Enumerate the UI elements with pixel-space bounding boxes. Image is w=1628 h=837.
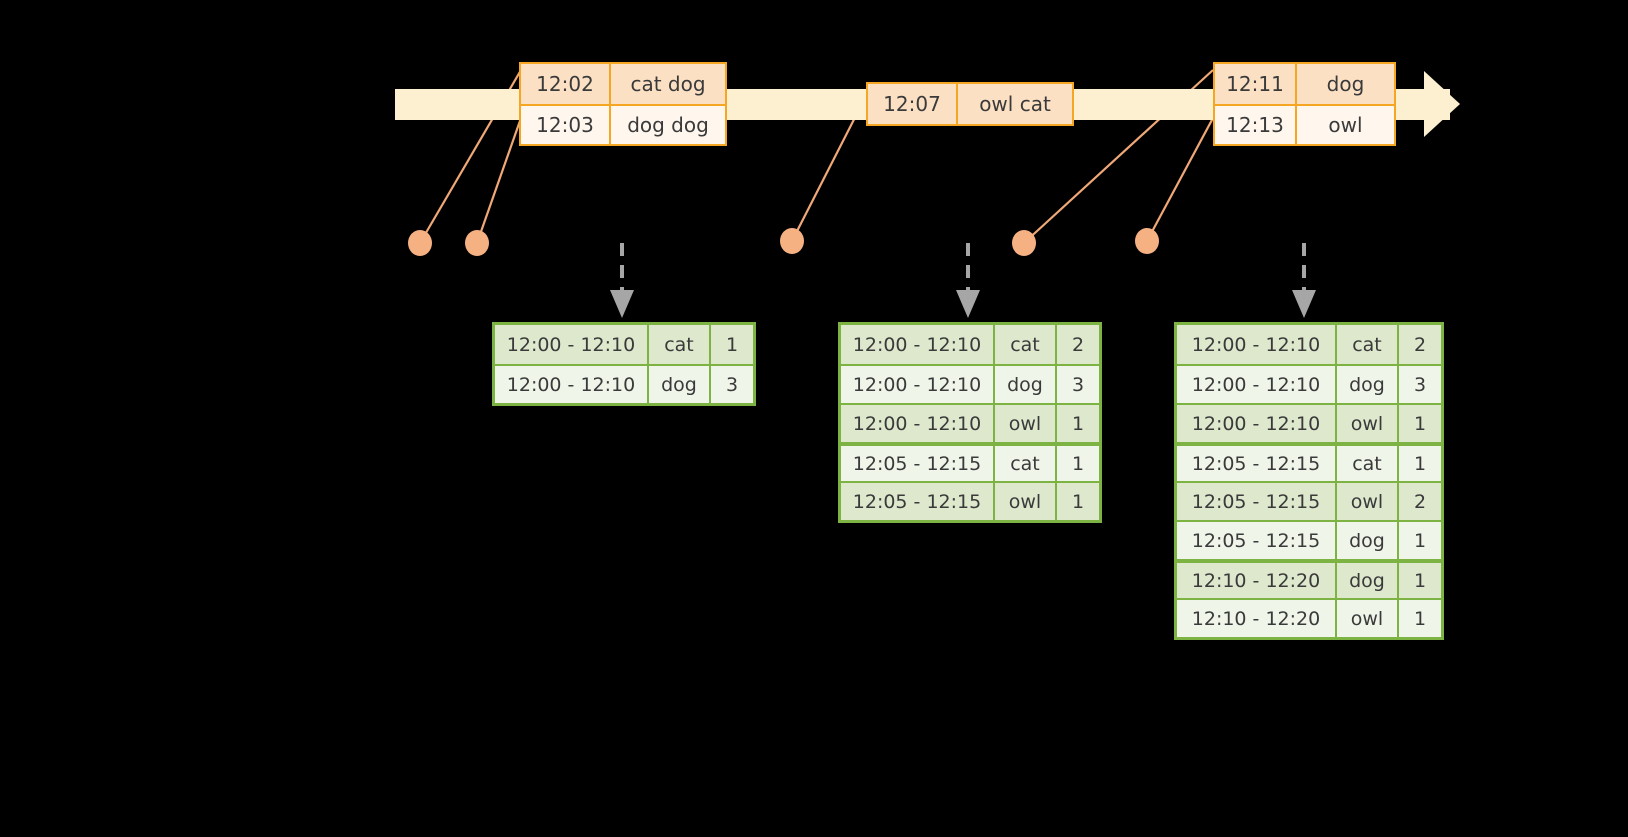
- event-words: owl: [1295, 106, 1394, 144]
- table-row: 12:05 - 12:15 owl 2: [1177, 481, 1441, 520]
- connector-line-2: [475, 117, 523, 244]
- count-cell: 1: [1397, 446, 1441, 481]
- result-table-1: 12:00 - 12:10 cat 1 12:00 - 12:10 dog 3: [492, 322, 756, 406]
- table-row: 12:00 - 12:10 owl 1: [1177, 403, 1441, 442]
- window-cell: 12:05 - 12:15: [841, 446, 993, 481]
- window-cell: 12:05 - 12:15: [1177, 483, 1335, 520]
- window-cell: 12:00 - 12:10: [1177, 325, 1335, 364]
- table-row: 12:05 - 12:15 owl 1: [841, 481, 1099, 520]
- count-cell: 1: [709, 325, 753, 364]
- dashed-arrow-heads: [610, 290, 1316, 318]
- count-cell: 2: [1397, 483, 1441, 520]
- table-row: 12:00 - 12:10 cat 2: [1177, 325, 1441, 364]
- table-row: 12:05 - 12:15 cat 1: [1177, 442, 1441, 481]
- result-table-2: 12:00 - 12:10 cat 2 12:00 - 12:10 dog 3 …: [838, 322, 1102, 523]
- count-cell: 1: [1055, 483, 1099, 520]
- table-row: 12:10 - 12:20 owl 1: [1177, 598, 1441, 637]
- event-group-2: 12:07 owl cat: [866, 82, 1074, 126]
- count-cell: 3: [709, 366, 753, 403]
- count-cell: 3: [1055, 366, 1099, 403]
- window-cell: 12:00 - 12:10: [841, 405, 993, 442]
- dashed-arrows: [620, 243, 1306, 292]
- word-cell: cat: [1335, 325, 1397, 364]
- window-cell: 12:10 - 12:20: [1177, 563, 1335, 598]
- word-cell: owl: [993, 483, 1055, 520]
- arrow-head-1: [610, 290, 634, 318]
- event-time: 12:02: [521, 64, 609, 104]
- word-cell: cat: [993, 325, 1055, 364]
- table-row: 12:00 - 12:10 dog 3: [841, 364, 1099, 403]
- connector-dot-2: [465, 230, 489, 256]
- table-row: 12:00 - 12:10 cat 1: [495, 325, 753, 364]
- word-cell: owl: [1335, 600, 1397, 637]
- arrow-head-3: [1292, 290, 1316, 318]
- word-cell: dog: [647, 366, 709, 403]
- timeline-arrow-head: [1424, 71, 1460, 137]
- event-row: 12:07 owl cat: [868, 84, 1072, 124]
- table-row: 12:05 - 12:15 cat 1: [841, 442, 1099, 481]
- window-cell: 12:05 - 12:15: [841, 483, 993, 520]
- word-cell: dog: [1335, 366, 1397, 403]
- event-time: 12:07: [868, 84, 956, 124]
- word-cell: dog: [1335, 522, 1397, 559]
- event-words: dog: [1295, 64, 1394, 104]
- table-row: 12:00 - 12:10 cat 2: [841, 325, 1099, 364]
- count-cell: 3: [1397, 366, 1441, 403]
- window-cell: 12:00 - 12:10: [1177, 405, 1335, 442]
- count-cell: 2: [1055, 325, 1099, 364]
- arrow-head-2: [956, 290, 980, 318]
- event-time: 12:13: [1215, 106, 1295, 144]
- word-cell: cat: [647, 325, 709, 364]
- window-cell: 12:00 - 12:10: [841, 325, 993, 364]
- event-words: dog dog: [609, 106, 725, 144]
- table-row: 12:05 - 12:15 dog 1: [1177, 520, 1441, 559]
- table-row: 12:00 - 12:10 owl 1: [841, 403, 1099, 442]
- word-cell: owl: [1335, 405, 1397, 442]
- event-time: 12:11: [1215, 64, 1295, 104]
- event-group-3: 12:11 dog 12:13 owl: [1213, 62, 1396, 146]
- event-group-1: 12:02 cat dog 12:03 dog dog: [519, 62, 727, 146]
- word-cell: owl: [993, 405, 1055, 442]
- connector-dot-3: [780, 228, 804, 254]
- window-cell: 12:00 - 12:10: [1177, 366, 1335, 403]
- window-cell: 12:05 - 12:15: [1177, 446, 1335, 481]
- event-row: 12:02 cat dog: [521, 64, 725, 104]
- event-row: 12:03 dog dog: [521, 104, 725, 144]
- count-cell: 1: [1055, 446, 1099, 481]
- window-cell: 12:00 - 12:10: [495, 325, 647, 364]
- event-row: 12:11 dog: [1215, 64, 1394, 104]
- table-row: 12:00 - 12:10 dog 3: [1177, 364, 1441, 403]
- count-cell: 1: [1397, 405, 1441, 442]
- result-table-3: 12:00 - 12:10 cat 2 12:00 - 12:10 dog 3 …: [1174, 322, 1444, 640]
- event-row: 12:13 owl: [1215, 104, 1394, 144]
- window-cell: 12:00 - 12:10: [841, 366, 993, 403]
- count-cell: 1: [1397, 522, 1441, 559]
- word-cell: cat: [1335, 446, 1397, 481]
- count-cell: 1: [1055, 405, 1099, 442]
- event-time: 12:03: [521, 106, 609, 144]
- window-cell: 12:10 - 12:20: [1177, 600, 1335, 637]
- word-cell: dog: [993, 366, 1055, 403]
- table-row: 12:10 - 12:20 dog 1: [1177, 559, 1441, 598]
- window-cell: 12:00 - 12:10: [495, 366, 647, 403]
- word-cell: owl: [1335, 483, 1397, 520]
- table-row: 12:00 - 12:10 dog 3: [495, 364, 753, 403]
- connector-dot-1: [408, 230, 432, 256]
- word-cell: cat: [993, 446, 1055, 481]
- count-cell: 2: [1397, 325, 1441, 364]
- connector-line-5: [1146, 117, 1214, 242]
- connector-dot-5: [1135, 228, 1159, 254]
- connector-dot-4: [1012, 230, 1036, 256]
- event-words: owl cat: [956, 84, 1072, 124]
- count-cell: 1: [1397, 563, 1441, 598]
- word-cell: dog: [1335, 563, 1397, 598]
- window-cell: 12:05 - 12:15: [1177, 522, 1335, 559]
- connector-dots: [408, 228, 1159, 256]
- count-cell: 1: [1397, 600, 1441, 637]
- event-words: cat dog: [609, 64, 725, 104]
